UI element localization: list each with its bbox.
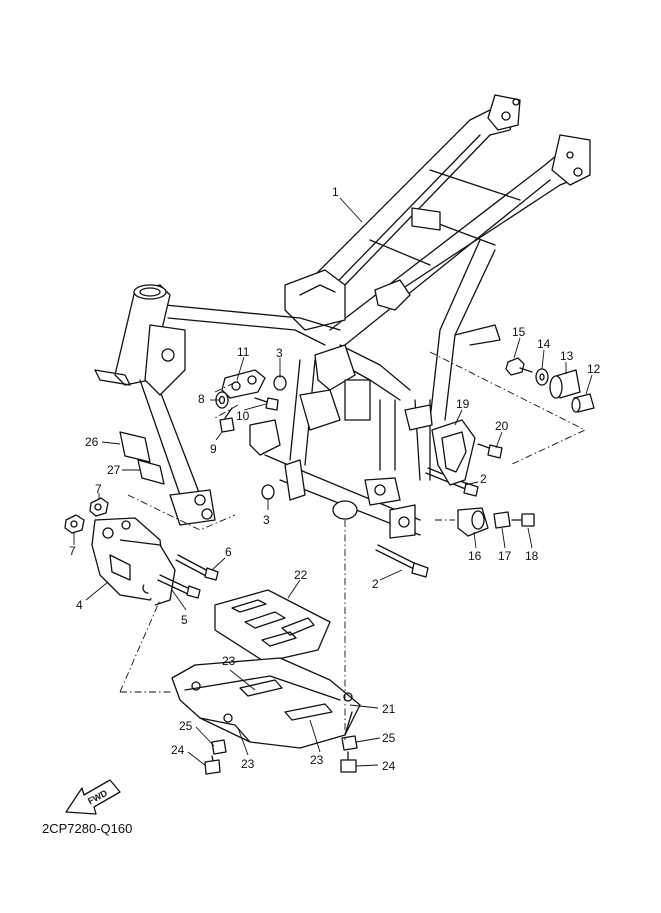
- callout-14: 14: [537, 337, 551, 351]
- bolt-15: [505, 357, 533, 376]
- collar-3b: [261, 484, 275, 500]
- callout-21: 21: [382, 702, 396, 716]
- callout-6: 6: [225, 545, 232, 559]
- washer-14: [535, 368, 549, 386]
- bolt-9: [219, 407, 235, 433]
- bolt-18: [511, 513, 535, 527]
- decal-26: [119, 431, 151, 463]
- callout-labels: 1 2 2 3 3 4 5 6 7 7 8 9 10 11 12 13 14 1…: [69, 185, 601, 773]
- callout-16: 16: [468, 549, 482, 563]
- bolt-20: [477, 443, 503, 459]
- callout-20: 20: [495, 419, 509, 433]
- callout-26: 26: [85, 435, 99, 449]
- callout-25a: 25: [179, 719, 193, 733]
- callout-23b: 23: [241, 757, 255, 771]
- callout-7b: 7: [69, 544, 76, 558]
- assembly-lines: [119, 351, 587, 740]
- damper-16: [457, 507, 489, 537]
- callout-12: 12: [587, 362, 601, 376]
- bolt-2b: [375, 544, 429, 578]
- callout-15: 15: [512, 325, 526, 339]
- callout-23a: 23: [222, 654, 236, 668]
- callout-8: 8: [198, 392, 205, 406]
- bracket-19: [431, 419, 476, 486]
- fwd-arrow-icon: FWD: [65, 779, 121, 815]
- skid-plate-21: [171, 657, 361, 749]
- collar-25a: [211, 739, 227, 755]
- callout-4: 4: [76, 598, 83, 612]
- callout-24b: 24: [382, 759, 396, 773]
- engine-mount-bracket: [91, 517, 176, 606]
- damper-13: [549, 369, 581, 399]
- collar-25b: [341, 735, 358, 751]
- callout-1: 1: [332, 185, 339, 199]
- collar-12: [571, 393, 595, 413]
- callout-9: 9: [210, 442, 217, 456]
- collar-3a: [273, 375, 287, 391]
- decal-27: [137, 459, 165, 485]
- plate-22: [214, 589, 331, 663]
- callout-18: 18: [525, 549, 539, 563]
- callout-11: 11: [237, 345, 250, 359]
- callout-17: 17: [498, 549, 512, 563]
- callout-23c: 23: [310, 753, 324, 767]
- callout-27: 27: [107, 463, 121, 477]
- callout-7a: 7: [95, 482, 102, 496]
- main-frame: [94, 94, 591, 539]
- callout-25b: 25: [382, 731, 396, 745]
- callout-2a: 2: [480, 472, 487, 486]
- callout-10: 10: [236, 409, 250, 423]
- bolt-10: [254, 397, 279, 411]
- nut-7b: [64, 514, 85, 534]
- callout-13: 13: [560, 349, 574, 363]
- bolt-5: [157, 574, 201, 599]
- bracket-11: [221, 369, 266, 399]
- callout-19: 19: [456, 397, 470, 411]
- callout-5: 5: [181, 613, 188, 627]
- bolt-24a: [204, 755, 221, 775]
- callout-22: 22: [294, 568, 308, 582]
- callout-2b: 2: [372, 577, 379, 591]
- callout-3b: 3: [263, 513, 270, 527]
- bolt-24b: [340, 751, 357, 773]
- collar-17: [493, 511, 511, 529]
- bolt-6: [175, 554, 219, 581]
- nut-7a: [89, 497, 109, 517]
- leader-lines: [73, 197, 593, 767]
- callout-3a: 3: [276, 346, 283, 360]
- diagram-code: 2CP7280-Q160: [42, 821, 132, 836]
- callout-24a: 24: [171, 743, 185, 757]
